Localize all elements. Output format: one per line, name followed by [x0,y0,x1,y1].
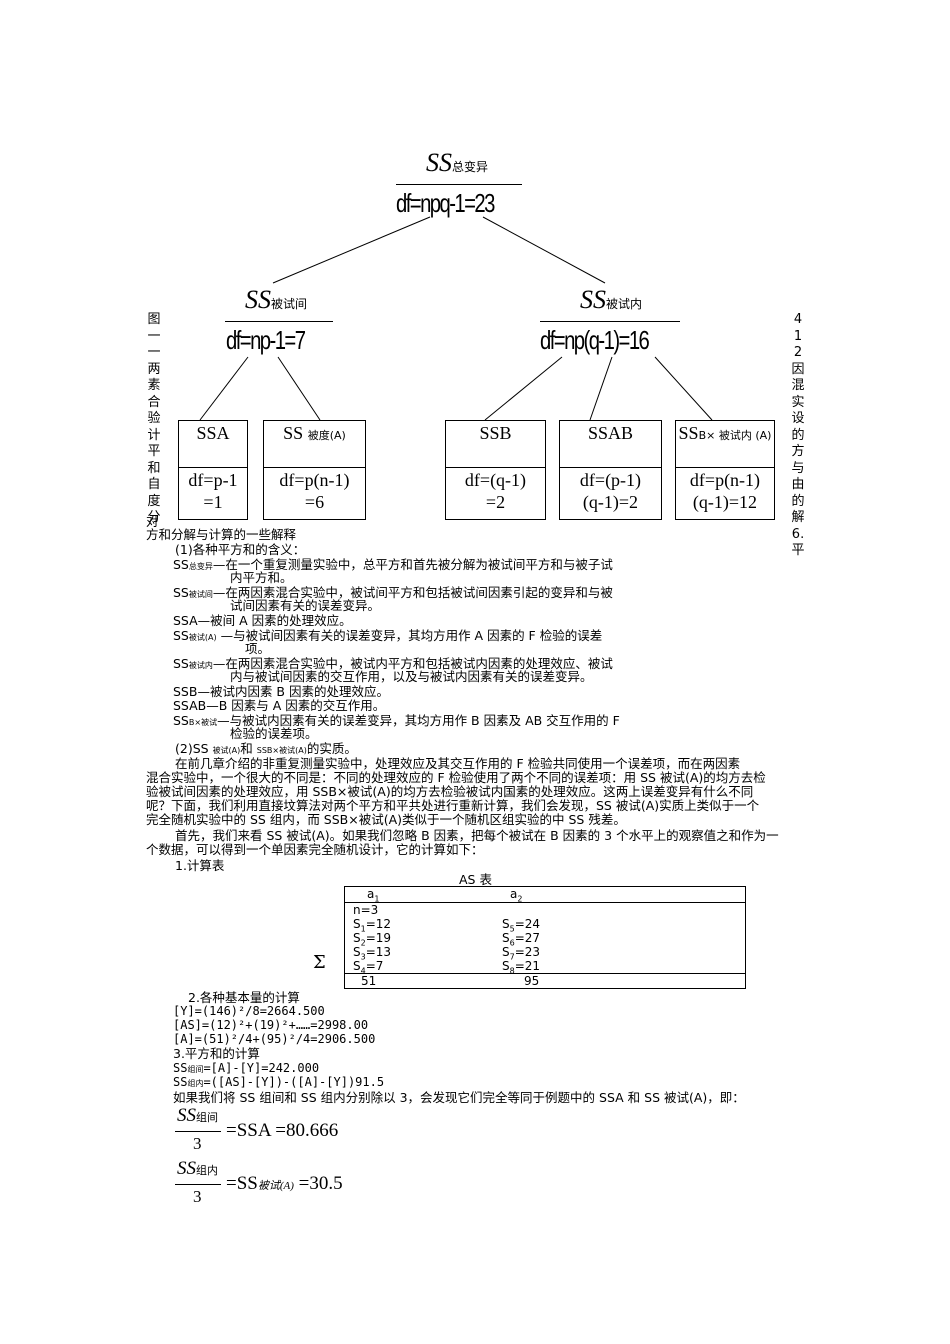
box-df-line2: =1 [203,492,223,512]
box-df-line2: (q-1)=2 [582,492,639,512]
box-title: SSAB [587,423,634,443]
as-table-cell: S6=27 [502,931,541,948]
tree-line-right-ssbx [654,356,713,421]
formula-1-rhs: =SSA =80.666 [226,1120,339,1141]
def-item: SS被试间—在两因素混合实验中，被试间平方和包括被试间因素引起的变异和与被 [173,585,613,600]
caption-continuation: 方和分解与计算的一些解释 [146,527,297,542]
calc-as: [AS]=(12)²+(19)²+……=2998.00 [173,1018,369,1032]
as-table-title: AS 表 [459,872,492,887]
box-df-line2: =6 [304,492,325,512]
as-table: a1 a2 n=3 S1=12 S2=19 S3=13 S4=7 S5=24 S… [344,886,746,989]
tree-box-ssa: SSA df=p-1 =1 [178,420,248,520]
box-title: SSB× 被试内 (A) [678,423,772,443]
def-item: SSB—被试内因素 B 因素的处理效应。 [173,684,389,699]
formula-2-numerator: SS组内 [177,1158,218,1179]
caption-line: 对 [146,514,159,529]
as-table-cell: S2=19 [353,931,392,948]
box-df-line2: =2 [485,492,506,512]
ss-between-calc: SS组间=[A]-[Y]=242.000 [173,1061,320,1075]
tree-box-ssab: SSAB df=(p-1) (q-1)=2 [559,420,662,520]
calc-y: [Y]=(146)²/8=2664.500 [173,1004,325,1018]
tree-right-bar [540,321,680,322]
box-df-line2: (q-1)=12 [692,492,758,512]
tree-line-right-ssab [589,356,613,421]
box-df-line1: df=p(n-1) [279,470,350,490]
as-table-sum-a1: 51 [361,974,377,988]
formula-2-bar [175,1184,221,1185]
def-item-cont: 内与被试间因素的交互作用，以及与被试内因素有关的误差变异。 [230,669,593,684]
as-table-cell: S5=24 [502,917,541,934]
tree-root-sub: 总变异 [452,160,489,174]
tree-left-sub: 被试间 [271,297,308,311]
as-table-cell: S3=13 [353,945,392,962]
def-item: SSB×被试—与被试内因素有关的误差变异，其均方用作 B 因素及 AB 交互作用… [173,713,620,728]
box-df-line1: df=p-1 [188,470,238,490]
caption-vertical-right: 412因混实设的方与由的解6.平 [791,312,805,558]
ss-within-calc: SS组内=([AS]-[Y])-([A]-[Y])91.5 [173,1075,385,1089]
as-table-cell: S1=12 [353,917,392,934]
tree-right-sub: 被试内 [606,297,643,311]
def-item: SSA—被间 A 因素的处理效应。 [173,613,352,628]
tree-right-ss: SS [580,285,606,314]
tree-box-ssb: SSB df=(q-1) =2 [445,420,546,520]
tree-right-df: df=np(q-1)=16 [540,325,650,355]
as-table-header-a2: a2 [510,887,523,904]
section-1-title: (1)各种平方和的含义： [175,542,306,557]
step-2-title: 2.各种基本量的计算 [188,990,300,1005]
step-1-title: 1.计算表 [175,858,225,873]
box-df-line1: df=p(n-1) [689,470,761,490]
formula-1-denominator: 3 [193,1134,202,1153]
sigma-symbol: Σ [313,952,326,973]
box-title: SS 被度(A) [283,423,346,443]
box-title: SSB [479,423,512,443]
formula-1-bar [175,1131,221,1132]
tree-left-df: df=np-1=7 [226,325,306,355]
def-item-cont: 项。 [245,641,271,656]
as-table-sum-a2: 95 [524,974,540,988]
as-table-cell: S8=21 [502,959,541,976]
formula-1-numerator: SS组间 [177,1105,218,1126]
def-item-cont: 检验的误差项。 [230,726,318,741]
def-item: SS被试内—在两因素混合实验中，被试内平方和包括被试内因素的处理效应、被试 [173,656,613,671]
as-table-cell: S4=7 [353,959,384,976]
def-item-cont: 内平方和。 [230,570,293,585]
section-2-title: (2)SS 被试(A)和 SSB×被试(A)的实质。 [175,741,357,756]
formula-2-denominator: 3 [193,1187,202,1206]
box-df-line1: df=(p-1) [579,470,642,490]
def-item-cont: 试间因素有关的误差变异。 [230,598,381,613]
tree-root-df: df=npq-1=23 [396,188,495,218]
box-df-line1: df=(q-1) [464,470,527,490]
tree-root-label: SS总变异 [426,148,488,178]
tree-line-right-ssb [484,356,563,421]
tree-right-label: SS被试内 [580,285,642,315]
tree-left-label: SS被试间 [245,285,307,315]
tree-line-left-ssa [199,356,249,421]
def-item: SSAB—B 因素与 A 因素的交互作用。 [173,698,386,713]
caption-vertical-left: 图一一两素合验计平和自度分 [147,312,161,525]
tree-root-ss: SS [426,148,452,177]
as-table-header-a1: a1 [367,887,380,904]
def-item: SS总变异—在一个重复测量实验中，总平方和首先被分解为被试间平方和与被子试 [173,557,613,572]
tree-left-bar [225,321,333,322]
tree-left-ss: SS [245,285,271,314]
tree-lines [199,216,713,421]
tree-line-left-ss [277,356,321,421]
tree-line-root-right [482,216,606,284]
formula-2-rhs: =SS被试(A) =30.5 [226,1173,343,1194]
tree-box-ssbx: SSB× 被试内 (A) df=p(n-1) (q-1)=12 [675,420,775,520]
def-item: SS被试(A) —与被试间因素有关的误差变异，其均方用作 A 因素的 F 检验的… [173,628,603,643]
tree-root-bar [396,184,522,185]
box-title: SSA [196,423,230,443]
conclusion-text: 如果我们将 SS 组间和 SS 组内分别除以 3，会发现它们完全等同于例题中的 … [173,1090,745,1105]
tree-box-ss-subject: SS 被度(A) df=p(n-1) =6 [263,420,366,520]
step-3-title: 3.平方和的计算 [173,1046,260,1061]
as-table-cell: S7=23 [502,945,541,962]
calc-a: [A]=(51)²/4+(95)²/4=2906.500 [173,1032,376,1046]
tree-line-root-left [272,216,431,284]
as-table-n: n=3 [353,903,379,917]
